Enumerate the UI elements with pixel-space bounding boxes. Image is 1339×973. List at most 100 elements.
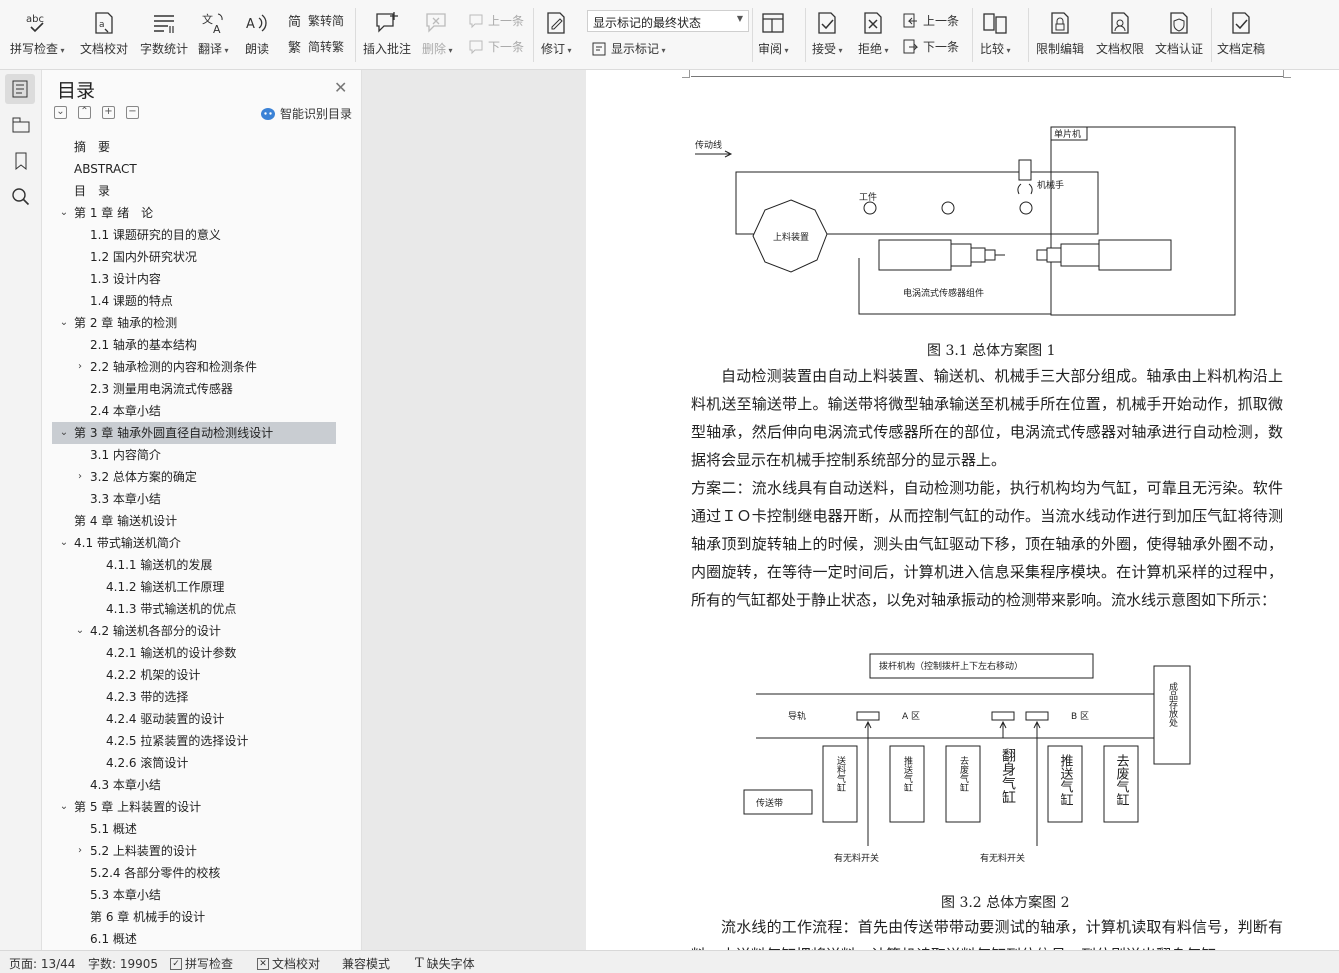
toc-item[interactable]: 第 6 章 机械手的设计 [52,906,336,928]
chevron-down-icon[interactable]: ⌄ [59,317,69,328]
next-comment-button[interactable]: 下一条 [468,38,524,55]
doc-auth-button[interactable]: 文档认证 [1155,0,1203,57]
toc-item[interactable]: 6.1 概述 [52,928,336,950]
doc-finalize-button[interactable]: 文档定稿 [1217,0,1265,57]
toc-item[interactable]: 1.2 国内外研究状况 [52,246,336,268]
chevron-down-icon[interactable]: ⌄ [59,801,69,812]
toc-item[interactable]: 1.3 设计内容 [52,268,336,290]
toc-item[interactable]: 摘 要 [52,136,336,158]
doc-permission-button[interactable]: 文档权限 [1096,0,1144,57]
toc-item[interactable]: 4.2.5 拉紧装置的选择设计 [52,730,336,752]
toc-item[interactable]: 4.1.2 输送机工作原理 [52,576,336,598]
toc-item[interactable]: 5.3 本章小结 [52,884,336,906]
insert-comment-button[interactable]: 插入批注 [363,0,411,57]
toc-item[interactable]: ⌄第 2 章 轴承的检测 [52,312,336,334]
toc-item[interactable]: ⌄第 5 章 上料装置的设计 [52,796,336,818]
to-simplified-button[interactable]: 简 繁转简 [288,12,344,29]
toc-item[interactable]: 4.1.3 带式输送机的优点 [52,598,336,620]
toc-item[interactable]: ⌄第 3 章 轴承外圆直径自动检测线设计 [52,422,336,444]
toc-item[interactable]: 4.1.1 输送机的发展 [52,554,336,576]
toc-panel-button[interactable] [5,74,35,104]
spell-check-button[interactable]: abc 拼写检查 [10,0,65,57]
next-change-button[interactable]: 下一条 [903,38,959,55]
bookmark-panel-button[interactable] [10,150,32,172]
fig2-flip-label: 翻身气缸 [1000,748,1016,804]
doc-proof-button[interactable]: a 文档校对 [80,0,128,57]
word-count-indicator[interactable]: 字数: 19905 [88,957,159,971]
status-spell-check[interactable]: ✓拼写检查 [170,955,233,972]
chevron-right-icon[interactable]: › [78,845,82,856]
read-aloud-button[interactable]: A 朗读 [244,0,270,57]
toc-item[interactable]: 4.2.2 机架的设计 [52,664,336,686]
review-pane-button[interactable]: 审阅 [758,0,789,57]
revise-button[interactable]: 修订 [541,0,572,57]
toc-item[interactable]: 1.1 课题研究的目的意义 [52,224,336,246]
toc-item[interactable]: ⌄4.2 输送机各部分的设计 [52,620,336,642]
toc-item[interactable]: 3.1 内容简介 [52,444,336,466]
read-aloud-label: 朗读 [244,42,269,56]
close-icon[interactable]: ✕ [334,78,348,97]
toc-item[interactable]: 目 录 [52,180,336,202]
reject-button[interactable]: 拒绝 [858,0,889,57]
structure-panel-button[interactable] [10,114,32,136]
remove-level-icon[interactable]: − [126,106,139,119]
add-level-icon[interactable]: + [102,106,115,119]
fig2-store-label: 成品存放处 [1167,681,1178,728]
compare-button[interactable]: 比较 [980,0,1011,57]
toc-item[interactable]: ⌄ 4.1 带式输送机简介 [52,532,336,554]
toc-item-label: 4.1 带式输送机简介 [74,536,181,550]
page-indicator[interactable]: 页面: 13/44 [9,957,76,971]
revise-icon [547,12,565,34]
toc-item[interactable]: ›5.2 上料装置的设计 [52,840,336,862]
toc-item[interactable]: 2.4 本章小结 [52,400,336,422]
smart-toc-label: 智能识别目录 [280,107,353,121]
chevron-down-icon[interactable]: ⌄ [59,537,69,548]
toc-item[interactable]: 2.1 轴承的基本结构 [52,334,336,356]
search-panel-button[interactable] [10,186,32,208]
toc-item[interactable]: › 2.2 轴承检测的内容和检测条件 [52,356,336,378]
to-traditional-icon: 繁 [288,40,301,55]
compare-icon [983,13,1007,34]
prev-comment-label: 上一条 [488,14,525,28]
word-count-button[interactable]: 字数统计 [140,0,188,57]
prev-comment-button[interactable]: 上一条 [468,12,524,29]
expand-up-icon[interactable]: ⌃ [78,106,91,119]
prev-change-button[interactable]: 上一条 [903,12,959,29]
chevron-down-icon[interactable]: ⌄ [59,427,69,438]
chevron-down-icon[interactable]: ⌄ [59,207,69,218]
smart-toc-button[interactable]: 智能识别目录 [260,105,352,122]
toc-item[interactable]: 4.2.6 滚筒设计 [52,752,336,774]
delete-comment-button[interactable]: 删除 [422,0,453,57]
toc-item[interactable]: ⌄第 1 章 绪 论 [52,202,336,224]
accept-button[interactable]: 接受 [812,0,843,57]
prev-change-icon [903,13,917,27]
to-traditional-button[interactable]: 繁 简转繁 [288,38,344,55]
toc-item[interactable]: 5.2.4 各部分零件的校核 [52,862,336,884]
toc-item[interactable]: 5.1 概述 [52,818,336,840]
toc-item[interactable]: 4.2.4 驱动装置的设计 [52,708,336,730]
toc-item[interactable]: 1.4 课题的特点 [52,290,336,312]
fig2-guide-label: 导轨 [788,710,806,722]
toc-item[interactable]: ABSTRACT [52,158,336,180]
display-state-select[interactable]: 显示标记的最终状态 ▼ [587,10,749,32]
toc-item[interactable]: 3.3 本章小结 [52,488,336,510]
toc-item[interactable]: 2.3 测量用电涡流式传感器 [52,378,336,400]
show-marks-button[interactable]: 显示标记 [591,40,666,57]
chevron-down-icon[interactable]: ⌄ [75,625,85,636]
next-change-label: 下一条 [923,40,960,54]
toc-item[interactable]: 4.2.3 带的选择 [52,686,336,708]
toc-item[interactable]: 4.2.1 输送机的设计参数 [52,642,336,664]
status-doc-proof[interactable]: ✕文档校对 [257,955,320,972]
smart-recognize-icon [261,107,275,120]
chevron-right-icon[interactable]: › [78,471,82,482]
toc-item-label: 2.2 轴承检测的内容和检测条件 [90,360,257,374]
toc-item[interactable]: 4.3 本章小结 [52,774,336,796]
chevron-right-icon[interactable]: › [78,361,82,372]
toc-item[interactable]: ›3.2 总体方案的确定 [52,466,336,488]
restrict-edit-button[interactable]: 限制编辑 [1036,0,1084,57]
collapse-all-icon[interactable]: ⌄ [54,106,67,119]
toc-item[interactable]: 第 4 章 输送机设计 [52,510,336,532]
